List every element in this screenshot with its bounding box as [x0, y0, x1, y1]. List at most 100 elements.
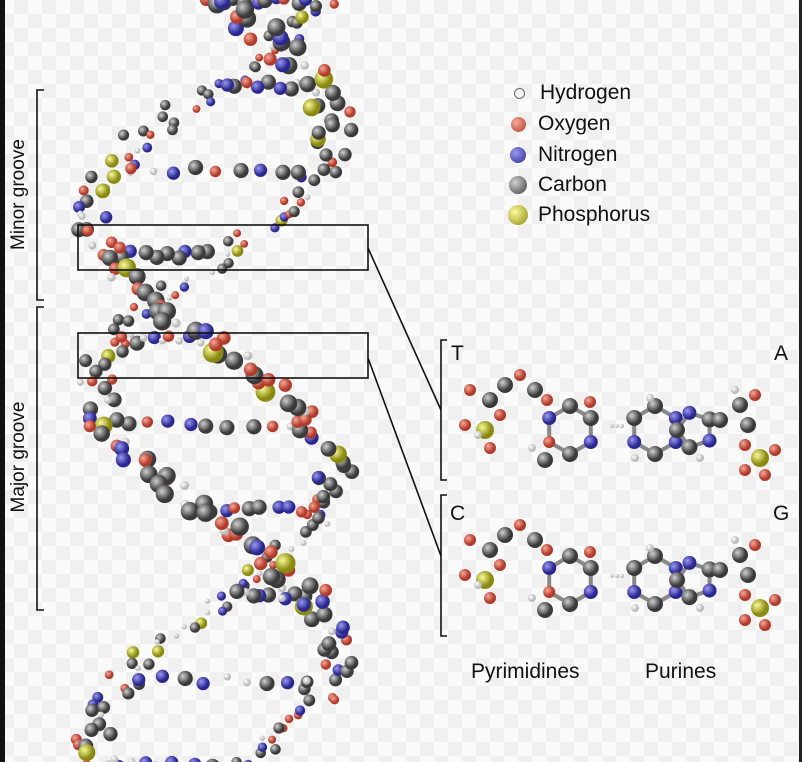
phosphorus-atom-icon	[508, 205, 528, 225]
hydrogen-atom	[288, 546, 295, 552]
hydrogen-atom	[620, 424, 624, 428]
connector-line-bottom	[367, 357, 442, 557]
carbon-atom	[732, 547, 748, 563]
ta-bracket	[440, 339, 447, 481]
carbon-atom	[122, 687, 135, 700]
carbon-atom	[669, 422, 685, 438]
carbon-atom	[224, 351, 244, 370]
connector-line-top	[367, 247, 442, 411]
carbon-atom	[329, 165, 343, 179]
oxygen-atom	[208, 337, 223, 352]
oxygen-atom	[278, 0, 290, 5]
oxygen-atom	[146, 130, 155, 139]
oxygen-atom	[769, 444, 781, 456]
carbon-atom	[338, 147, 352, 162]
nitrogen-atom	[147, 330, 162, 345]
nitrogen-atom	[583, 435, 598, 449]
oxygen-atom	[541, 394, 553, 406]
oxygen-atom	[113, 241, 126, 254]
carbon-atom	[273, 722, 285, 734]
oxygen-atom	[514, 519, 526, 531]
oxygen-atom	[115, 331, 128, 343]
minor-groove-bracket	[36, 89, 44, 301]
carbon-atom	[137, 125, 149, 137]
nitrogen-atom	[142, 142, 153, 153]
hydrogen-atom	[166, 295, 173, 301]
thymine-label: T	[451, 342, 464, 365]
carbon-atom	[562, 596, 578, 612]
hydrogen-atom	[205, 610, 211, 616]
carbon-atom	[85, 170, 98, 184]
oxygen-atom	[459, 569, 471, 581]
phosphorus-atom	[751, 449, 769, 467]
hydrogen-atom	[205, 598, 211, 604]
legend-item-carbon: Carbon	[508, 173, 607, 197]
oxygen-atom	[124, 152, 134, 162]
nitrogen-atom	[627, 585, 642, 599]
carbon-atom	[250, 61, 261, 73]
hydrogen-atom	[104, 396, 112, 404]
carbon-atom	[98, 357, 112, 371]
oxygen-atom	[759, 469, 771, 481]
phosphorus-atom	[302, 98, 321, 117]
carbon-atom	[230, 517, 249, 536]
carbon-atom	[299, 75, 316, 93]
carbon-atom	[190, 245, 206, 261]
carbon-atom	[217, 263, 228, 274]
hydrogen-atom	[257, 570, 263, 577]
hydrogen-atom	[134, 147, 141, 154]
hydrogen-atom	[181, 624, 188, 630]
oxygen-atom	[243, 362, 258, 377]
carbon-atom	[312, 511, 325, 525]
hydrogen-atom	[615, 574, 619, 578]
oxygen-atom	[253, 556, 268, 571]
nitrogen-atom	[197, 323, 214, 340]
oxygen-atom	[192, 105, 201, 113]
carbon-atom	[732, 397, 748, 413]
adenine-label: A	[774, 342, 789, 365]
hydrogen-atom	[528, 444, 536, 452]
nitrogen-atom	[668, 411, 683, 425]
carbon-atom	[562, 446, 578, 462]
carbon-atom	[203, 89, 214, 100]
hydrogen-atom	[154, 639, 160, 645]
carbon-atom	[647, 398, 663, 414]
oxygen-atom	[739, 464, 751, 476]
oxygen-atom	[295, 506, 308, 518]
carbon-atom	[344, 655, 359, 670]
carbon-atom	[270, 744, 281, 755]
oxygen-atom	[214, 516, 229, 531]
legend-item-oxygen: Oxygen	[508, 112, 610, 136]
nitrogen-atom	[668, 585, 683, 599]
oxygen-atom	[464, 534, 476, 546]
carbon-atom	[97, 380, 113, 396]
nitrogen-atom	[298, 0, 313, 6]
nitrogen-atom	[132, 673, 146, 687]
carbon-atom	[159, 99, 171, 111]
cytosine-label: C	[450, 502, 466, 525]
carbon-atom	[138, 245, 154, 261]
pyrimidines-label: Pyrimidines	[471, 660, 580, 683]
purines-label: Purines	[645, 660, 717, 683]
oxygen-atom	[584, 546, 596, 558]
carbon-atom	[740, 417, 756, 433]
oxygen-atom	[484, 592, 496, 604]
oxygen-atom	[141, 416, 154, 428]
oxygen-atom	[739, 589, 751, 601]
oxygen-atom	[266, 420, 279, 433]
nitrogen-atom	[188, 757, 202, 762]
nitrogen-atom	[542, 561, 557, 575]
carbon-atom	[85, 703, 99, 718]
oxygen-atom	[739, 439, 751, 451]
hydrogen-atom	[696, 454, 704, 462]
carbon-atom	[301, 577, 319, 595]
hydrogen-atom	[243, 351, 253, 361]
oxygen-atom	[268, 735, 277, 744]
nitrogen-atom	[311, 471, 325, 484]
phosphorus-atom	[105, 153, 119, 168]
oxygen-atom	[278, 378, 292, 392]
carbon-atom	[343, 122, 359, 138]
nitrogen-atom	[214, 0, 231, 10]
nitrogen-atom	[702, 433, 717, 448]
carbon-atom	[257, 0, 273, 9]
